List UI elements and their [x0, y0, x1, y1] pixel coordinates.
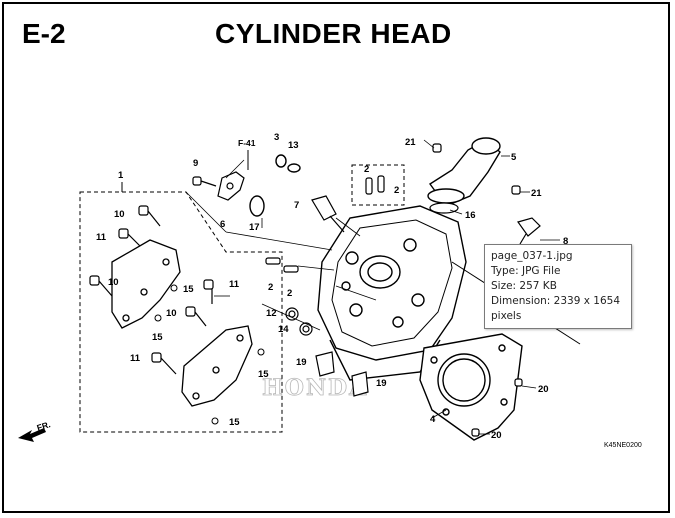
drawing-code: K45NE0200 [604, 442, 642, 449]
callout-20: 20 [538, 384, 549, 395]
callout-8: 8 [563, 236, 568, 247]
callout-13: 13 [288, 140, 299, 151]
callout-20: 20 [491, 430, 502, 441]
ref-f41: F-41 [238, 138, 256, 148]
dowel-group-box [351, 164, 405, 206]
tooltip-dimension-unit: pixels [491, 310, 522, 322]
callout-15: 15 [258, 369, 269, 380]
callout-7: 7 [294, 200, 299, 211]
temperature-sensor [517, 217, 541, 245]
callout-5: 5 [511, 152, 517, 163]
page-title: CYLINDER HEAD [215, 18, 452, 49]
callout-17: 17 [249, 222, 260, 233]
callout-10: 10 [108, 277, 119, 288]
tooltip-filename: page_037-1.jpg [491, 250, 573, 262]
tooltip-dimension: Dimension: 2339 x 1654 [491, 295, 621, 307]
washers [285, 307, 313, 336]
callout-4: 4 [430, 414, 436, 425]
callout-16: 16 [465, 210, 476, 221]
section-code: E-2 [22, 18, 66, 49]
callout-15: 15 [152, 332, 163, 343]
tooltip-type: Type: JPG File [491, 265, 561, 277]
callout-11: 11 [130, 353, 141, 364]
callout-11: 11 [96, 232, 107, 243]
intake-pipe [427, 137, 501, 207]
callout-2: 2 [287, 288, 292, 299]
direction-label: FR. [36, 419, 52, 433]
callout-2: 2 [364, 164, 369, 175]
callout-12: 12 [266, 308, 277, 319]
callout-2: 2 [394, 185, 399, 196]
spark-plug [311, 195, 345, 233]
cylinder-head-gasket [419, 333, 523, 441]
callout-19: 19 [296, 357, 307, 368]
camshaft-holder-lower [181, 325, 253, 407]
front-direction-arrow [18, 428, 46, 442]
callout-9: 9 [193, 158, 198, 169]
o-ring [249, 154, 301, 217]
bracket [217, 171, 245, 201]
callout-21: 21 [405, 137, 416, 148]
holder-group-box [79, 182, 283, 433]
dowel-pins [265, 175, 385, 397]
small-washers [154, 284, 265, 425]
camshaft-holder-upper [111, 239, 181, 329]
callout-15: 15 [183, 284, 194, 295]
callout-6: 6 [220, 219, 225, 230]
callout-10: 10 [114, 209, 125, 220]
callout-21: 21 [531, 188, 542, 199]
callout-19: 19 [376, 378, 387, 389]
callout-15: 15 [229, 417, 240, 428]
callout-10: 10 [166, 308, 177, 319]
cylinder-head-body [317, 205, 467, 381]
callout-3: 3 [274, 132, 279, 143]
callout-14: 14 [278, 324, 289, 335]
bolts [89, 143, 523, 437]
callout-11: 11 [229, 279, 240, 290]
file-info-tooltip: page_037-1.jpg Type: JPG File Size: 257 … [484, 244, 632, 329]
callout-2: 2 [268, 282, 273, 293]
tooltip-size: Size: 257 KB [491, 280, 557, 292]
leader-lines [185, 139, 560, 435]
callout-1: 1 [118, 170, 124, 181]
